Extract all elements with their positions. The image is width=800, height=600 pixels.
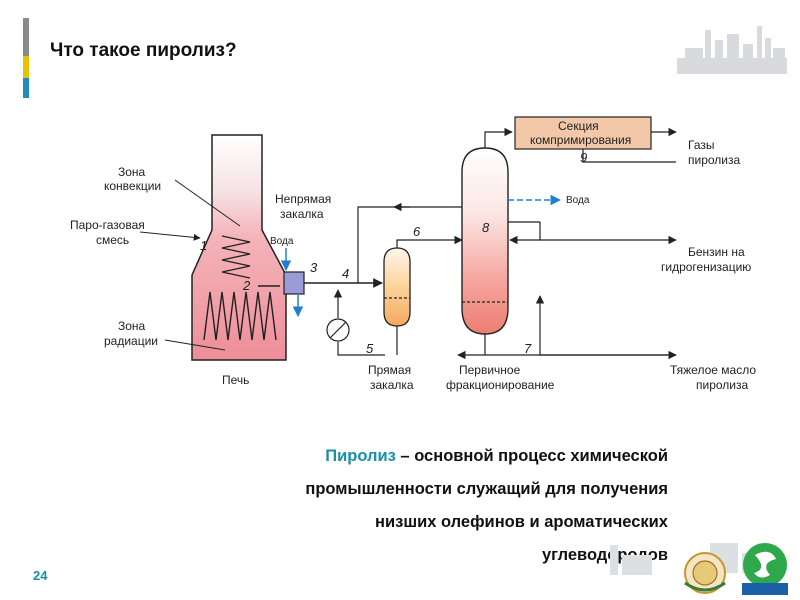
number-7: 7 <box>524 341 532 356</box>
label-steam-gas-mix-1: Паро-газовая <box>70 218 145 232</box>
label-indirect-quench-1: Непрямая <box>275 192 331 206</box>
furnace <box>191 134 287 361</box>
factory-silhouette-logo <box>677 26 787 74</box>
label-compression-section-1: Секция <box>558 119 599 133</box>
label-heavy-oil-1: Тяжелое масло <box>670 363 756 377</box>
emblem-logo <box>684 552 726 594</box>
accent-bar-gray <box>23 18 29 60</box>
page-number: 24 <box>33 568 48 583</box>
accent-bar-blue <box>23 78 29 98</box>
label-direct-quench-2: закалка <box>370 378 414 392</box>
number-5: 5 <box>366 341 374 356</box>
label-radiation-zone-2: радиации <box>104 334 158 348</box>
faint-factory-icon <box>610 543 756 575</box>
label-heavy-oil-2: пиролиза <box>696 378 748 392</box>
definition-line-2: промышленности служащий для получения <box>305 480 668 498</box>
label-water-left: Вода <box>270 236 294 247</box>
number-8: 8 <box>482 220 490 235</box>
definition-highlight: Пиролиз <box>325 447 396 465</box>
pyrolysis-process-diagram: Зона конвекции Паро-газовая смесь Зона р… <box>70 116 756 392</box>
definition-line-1: Пиролиз – основной процесс химической <box>200 440 668 473</box>
number-9: 9 <box>580 150 587 165</box>
label-convection-zone-2: конвекции <box>104 179 161 193</box>
label-steam-gas-mix-2: смесь <box>96 233 129 247</box>
slide-title: Что такое пиролиз? <box>50 40 237 61</box>
sibur-logo <box>742 543 788 595</box>
transfer-line-exchanger <box>283 271 305 295</box>
label-furnace: Печь <box>222 373 249 387</box>
label-pyrolysis-gases-1: Газы <box>688 138 715 152</box>
definition-line-4: углеводородов <box>541 546 668 564</box>
number-2: 2 <box>242 278 251 293</box>
label-primary-fractionation-2: фракционирование <box>446 378 555 392</box>
accent-bar-yellow <box>23 56 29 78</box>
label-convection-zone-1: Зона <box>118 165 146 179</box>
number-3: 3 <box>310 260 318 275</box>
bottom-logos <box>610 543 788 595</box>
direct-quench-vessel <box>383 247 411 327</box>
label-pyrolysis-gases-2: пиролиза <box>688 153 740 167</box>
label-gasoline-1: Бензин на <box>688 245 745 259</box>
label-compression-section-2: компримирования <box>530 133 631 147</box>
number-6: 6 <box>413 224 421 239</box>
label-gasoline-2: гидрогенизацию <box>661 260 751 274</box>
number-1: 1 <box>200 238 207 253</box>
label-indirect-quench-2: закалка <box>280 207 324 221</box>
label-radiation-zone-1: Зона <box>118 319 146 333</box>
compression-section-box <box>514 116 652 150</box>
definition-text: Пиролиз – основной процесс химической пр… <box>200 440 668 572</box>
label-water-right: Вода <box>566 195 590 206</box>
primary-fractionator <box>461 147 509 335</box>
definition-line-1-rest: – основной процесс химической <box>395 447 668 465</box>
number-4: 4 <box>342 266 349 281</box>
label-direct-quench-1: Прямая <box>368 363 411 377</box>
label-primary-fractionation-1: Первичное <box>459 363 521 377</box>
definition-line-3: низших олефинов и ароматических <box>375 513 668 531</box>
